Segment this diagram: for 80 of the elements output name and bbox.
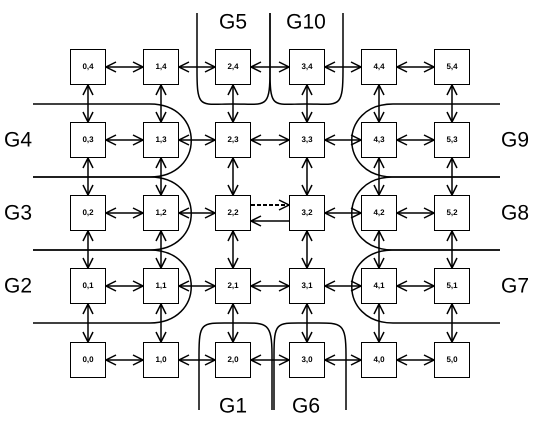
arrow [446,303,458,343]
node-box: 0,4 [70,49,106,85]
node-box: 1,4 [143,49,179,85]
node-box: 2,1 [215,268,251,304]
arrow [396,280,435,292]
arrow [82,230,94,269]
node-box: 4,2 [361,195,397,231]
arrow [373,157,385,196]
arrow [373,230,385,269]
arrow [227,230,239,269]
arrow [396,134,435,146]
arrow [251,199,290,211]
node-box: 1,1 [143,268,179,304]
arrow [301,157,313,196]
node-box: 2,2 [215,195,251,231]
arrow [396,354,435,366]
node-box: 0,3 [70,122,106,158]
arrow [105,61,144,73]
node-box: 0,1 [70,268,106,304]
arrow [250,134,290,146]
node-box: 3,1 [289,268,325,304]
arrow [250,354,290,366]
node-box: 5,1 [434,268,470,304]
arrow [178,280,216,292]
arrow [250,280,290,292]
arrow [155,157,167,196]
arrow [324,280,362,292]
arrow [227,157,239,196]
node-box: 0,0 [70,342,106,378]
node-box: 1,3 [143,122,179,158]
arrow [178,354,216,366]
arrow [155,303,167,343]
arrow [250,215,289,227]
arrow [155,230,167,269]
arrow [446,157,458,196]
arrow [178,134,216,146]
node-box: 1,0 [143,342,179,378]
node-box: 5,4 [434,49,470,85]
arrow [396,61,435,73]
node-box: 4,1 [361,268,397,304]
arrow [250,61,290,73]
node-box: 3,2 [289,195,325,231]
arrow [82,303,94,343]
arrow [446,84,458,123]
node-box: 0,2 [70,195,106,231]
arrow [301,84,313,123]
node-box: 4,3 [361,122,397,158]
arrow [155,84,167,123]
node-box: 2,3 [215,122,251,158]
arrow [82,84,94,123]
node-box: 5,2 [434,195,470,231]
node-box: 1,2 [143,195,179,231]
arrow [227,303,239,343]
node-box: 4,4 [361,49,397,85]
arrow [324,61,362,73]
node-box: 5,3 [434,122,470,158]
arrow [178,207,216,219]
arrow [446,230,458,269]
arrow [301,230,313,269]
arrow [373,84,385,123]
node-box: 5,0 [434,342,470,378]
arrow [324,207,362,219]
arrow [105,354,144,366]
arrow [373,303,385,343]
arrow [324,134,362,146]
arrow [82,157,94,196]
arrow [301,303,313,343]
node-box: 4,0 [361,342,397,378]
arrow [178,61,216,73]
arrow [105,280,144,292]
arrow [324,354,362,366]
node-box: 2,4 [215,49,251,85]
node-box: 3,4 [289,49,325,85]
arrow [396,207,435,219]
node-box: 3,3 [289,122,325,158]
arrow [227,84,239,123]
arrow [105,207,144,219]
node-box: 3,0 [289,342,325,378]
arrow [105,134,144,146]
node-box: 2,0 [215,342,251,378]
